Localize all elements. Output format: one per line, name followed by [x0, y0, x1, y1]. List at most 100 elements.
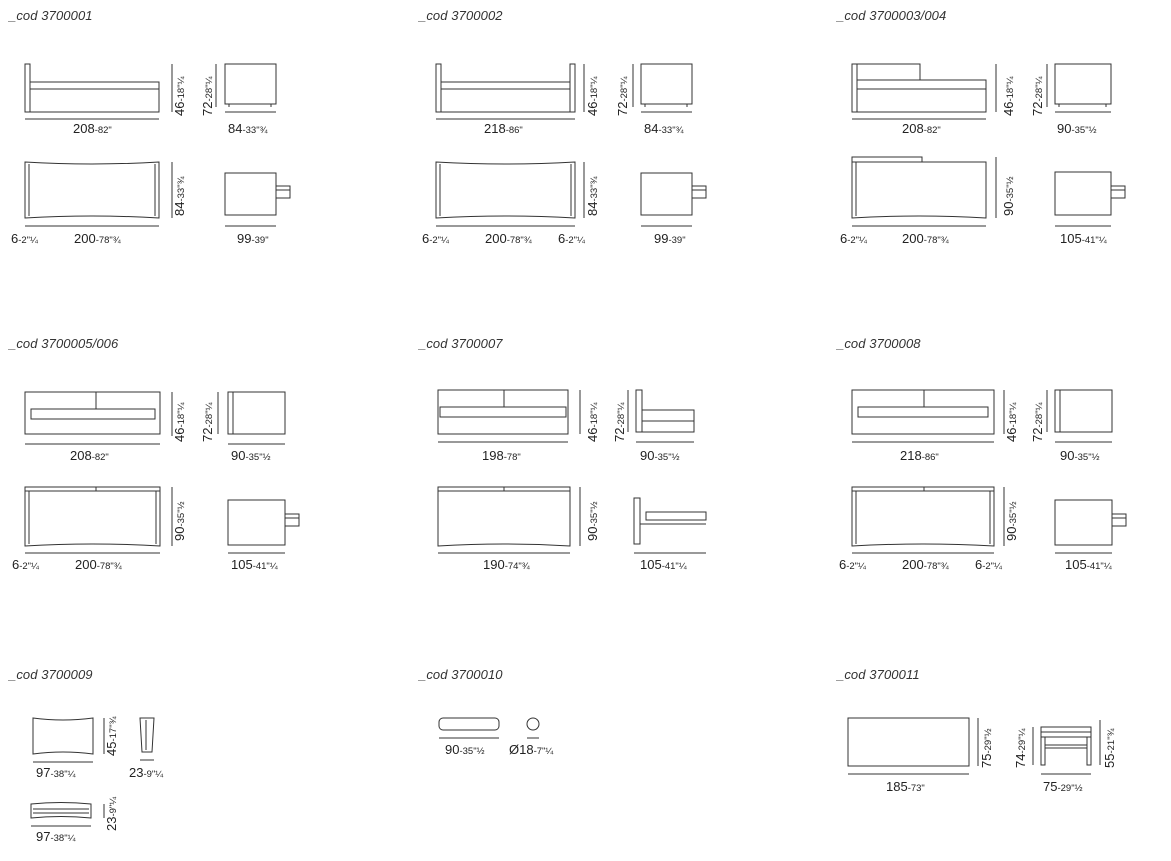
dim-seat-plan: 200-78"¾ [485, 231, 532, 246]
section-code-3700005-006: _cod 3700005/006 [9, 336, 119, 351]
dim-open-depth: 105-41"¼ [1060, 231, 1107, 246]
section-code-3700001: _cod 3700001 [9, 8, 93, 23]
dim-seat-plan: 200-78"¾ [75, 557, 122, 572]
dim-depth-plan: 90-35"½ [172, 501, 187, 542]
plan-view-3700001 [25, 162, 172, 226]
dim-seat-plan: 200-78"¾ [74, 231, 121, 246]
section-view-3700003 [1055, 172, 1125, 226]
dim-ottoman-width: 97-38"¼ [36, 765, 76, 780]
dim-depth-plan: 90-35"½ [585, 501, 600, 542]
ottoman-front-3700009 [31, 803, 104, 827]
section-code-3700011: _cod 3700011 [837, 667, 920, 682]
dim-arm-right-plan: 6-2"¼ [975, 557, 1002, 572]
dim-arm-plan: 6-2"¼ [11, 231, 38, 246]
dim-open-depth: 99-39" [237, 231, 269, 246]
dim-open-depth: 105-41"¼ [231, 557, 278, 572]
dim-bench-length: 185-73" [886, 779, 925, 794]
dim-bench-depth: 75-29"½ [979, 728, 994, 769]
front-view-3700003 [852, 64, 996, 119]
dim-ottoman-thickness: 23-9"¼ [129, 765, 164, 780]
cushion-3700010 [439, 718, 539, 738]
bench-side-3700011 [1033, 720, 1100, 774]
dim-height-side: 72-28"¼ [615, 76, 630, 117]
dim-height-side: 72-28"¼ [200, 76, 215, 117]
dim-depth-side: 90-35"½ [231, 448, 271, 463]
section-code-3700007: _cod 3700007 [419, 336, 503, 351]
side-view-3700008 [1047, 390, 1112, 442]
dim-open-depth: 105-41"¼ [1065, 557, 1112, 572]
side-view-3700002 [633, 64, 692, 112]
dim-seat-plan: 200-78"¾ [902, 557, 949, 572]
dim-width-front: 208-82" [902, 121, 941, 136]
dim-seat-plan: 200-78"¾ [902, 231, 949, 246]
dim-arm-plan: 6-2"¼ [840, 231, 867, 246]
dim-open-depth: 105-41"¼ [640, 557, 687, 572]
dim-depth-plan: 84-33"¾ [172, 176, 187, 217]
side-view-3700003 [1047, 64, 1111, 112]
section-code-3700003-004: _cod 3700003/004 [837, 8, 947, 23]
side-view-3700005 [218, 392, 285, 444]
dim-height-side: 72-28"¼ [612, 402, 627, 443]
dim-depth-side: 90-35"½ [640, 448, 680, 463]
section-view-3700001 [225, 173, 290, 226]
dim-height-front: 46-18"¼ [1001, 76, 1016, 117]
front-view-3700007 [438, 390, 580, 442]
ottoman-plan-3700009 [33, 718, 104, 762]
dim-height-side: 72-28"¼ [1030, 402, 1045, 443]
dim-depth-plan: 84-33"¾ [585, 176, 600, 217]
section-code-3700008: _cod 3700008 [837, 336, 921, 351]
front-view-3700008 [852, 390, 1004, 442]
dim-seat-plan: 190-74"¾ [483, 557, 530, 572]
side-view-3700007 [628, 390, 694, 442]
dim-cushion-diameter: Ø18-7"¼ [509, 742, 554, 757]
plan-view-3700005 [25, 487, 172, 553]
dim-arm-right-plan: 6-2"¼ [558, 231, 585, 246]
dim-height-front: 46-18"¼ [1004, 402, 1019, 443]
dim-depth-plan: 90-35"½ [1004, 501, 1019, 542]
plan-view-3700007 [438, 487, 580, 553]
dim-width-front: 208-82" [70, 448, 109, 463]
section-view-3700008 [1055, 500, 1126, 553]
dim-depth-side: 84-33"¾ [644, 121, 684, 136]
dim-height-front: 46-18"¼ [172, 402, 187, 443]
dim-width-front: 198-78" [482, 448, 521, 463]
dim-arm-left-plan: 6-2"¼ [839, 557, 866, 572]
section-view-3700005 [228, 500, 299, 553]
dim-height-front: 46-18"¼ [172, 76, 187, 117]
section-view-3700002 [641, 173, 706, 226]
dim-bench-side-depth: 75-29"½ [1043, 779, 1083, 794]
dim-arm-plan: 6-2"¼ [12, 557, 39, 572]
dim-height-side: 72-28"¼ [200, 402, 215, 443]
dim-cushion-length: 90-35"½ [445, 742, 485, 757]
dim-height-front: 46-18"¼ [585, 402, 600, 443]
plan-view-3700002 [436, 162, 584, 226]
dim-ottoman-depth: 45-17"¾ [104, 716, 119, 757]
dim-depth-side: 90-35"½ [1060, 448, 1100, 463]
dim-width-front: 218-86" [484, 121, 523, 136]
dim-height-front: 46-18"¼ [585, 76, 600, 117]
front-view-3700002 [436, 64, 584, 119]
dim-bench-height: 74-29"¼ [1013, 728, 1028, 769]
section-view-3700007 [634, 498, 706, 553]
section-code-3700010: _cod 3700010 [419, 667, 503, 682]
section-code-3700009: _cod 3700009 [9, 667, 93, 682]
front-view-3700005 [25, 392, 172, 444]
bench-plan-3700011 [848, 718, 978, 774]
dim-width-front: 218-86" [900, 448, 939, 463]
dim-depth-side: 90-35"½ [1057, 121, 1097, 136]
dim-height-side: 72-28"¼ [1030, 76, 1045, 117]
plan-view-3700008 [852, 487, 1004, 553]
dim-depth-side: 84-33"¾ [228, 121, 268, 136]
plan-view-3700003 [852, 157, 996, 226]
front-view-3700001 [25, 64, 172, 119]
dim-width-front: 208-82" [73, 121, 112, 136]
dim-bench-seat-height: 55-21"¾ [1102, 728, 1117, 769]
dim-depth-plan: 90-35"½ [1001, 176, 1016, 217]
dim-open-depth: 99-39" [654, 231, 686, 246]
side-view-3700001 [216, 64, 276, 112]
dim-arm-left-plan: 6-2"¼ [422, 231, 449, 246]
section-code-3700002: _cod 3700002 [419, 8, 503, 23]
ottoman-side-3700009 [140, 718, 154, 760]
dim-ottoman-height: 23-9"¼ [104, 796, 119, 831]
